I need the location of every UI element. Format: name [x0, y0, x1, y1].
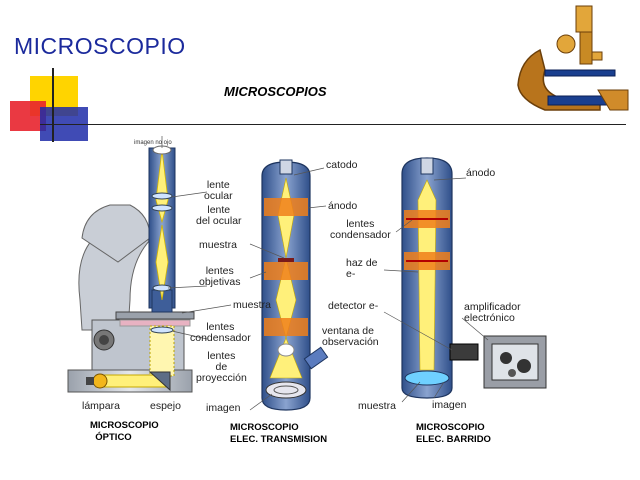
label-detector: detector e-: [328, 300, 379, 312]
caption-tem: MICROSCOPIO ELEC. TRANSMISION: [230, 422, 328, 445]
optical-microscope-drawing: [67, 136, 232, 393]
label-tem-anode: ánodo: [328, 200, 358, 212]
decor-vertical-line: [52, 68, 54, 142]
label-electron-beam: haz de e-: [346, 257, 378, 280]
label-eyepiece-lens: lente ocular: [204, 179, 233, 202]
label-amplifier: amplificador electrónico: [464, 301, 521, 324]
label-cathode: catodo: [326, 159, 358, 171]
label-image: imagen: [206, 402, 241, 414]
label-sem-image: imagen: [432, 399, 467, 411]
label-lamp: lámpara: [82, 400, 120, 412]
label-projection-lenses: lentes de proyección: [196, 350, 247, 384]
label-objective-lenses: lentes objetivas: [199, 265, 241, 288]
caption-sem: MICROSCOPIO ELEC. BARRIDO: [416, 422, 491, 445]
screen-icon: [483, 335, 547, 389]
section-heading: MICROSCOPIOS: [224, 84, 327, 99]
label-eyepiece-lens-2: lente del ocular: [196, 204, 242, 227]
label-viewing-window: ventana de observación: [322, 325, 379, 348]
label-sem-anode: ánodo: [466, 167, 496, 179]
optical-image-label: imagen no ojo: [134, 140, 172, 146]
lamp-icon: [86, 373, 108, 389]
tem-drawing: [249, 159, 329, 411]
sem-drawing: [383, 157, 547, 403]
label-sample: muestra: [233, 299, 271, 311]
label-condenser-lenses: lentes condensador: [190, 321, 251, 344]
label-sem-condenser: lentes condensador: [330, 218, 391, 241]
label-mirror: espejo: [150, 400, 181, 412]
label-sample-top: muestra: [199, 239, 237, 251]
caption-optical: MICROSCOPIO ÓPTICO: [90, 420, 159, 443]
page-title: MICROSCOPIO: [14, 33, 186, 59]
label-sem-sample: muestra: [358, 400, 396, 412]
title-rule: [40, 124, 626, 125]
